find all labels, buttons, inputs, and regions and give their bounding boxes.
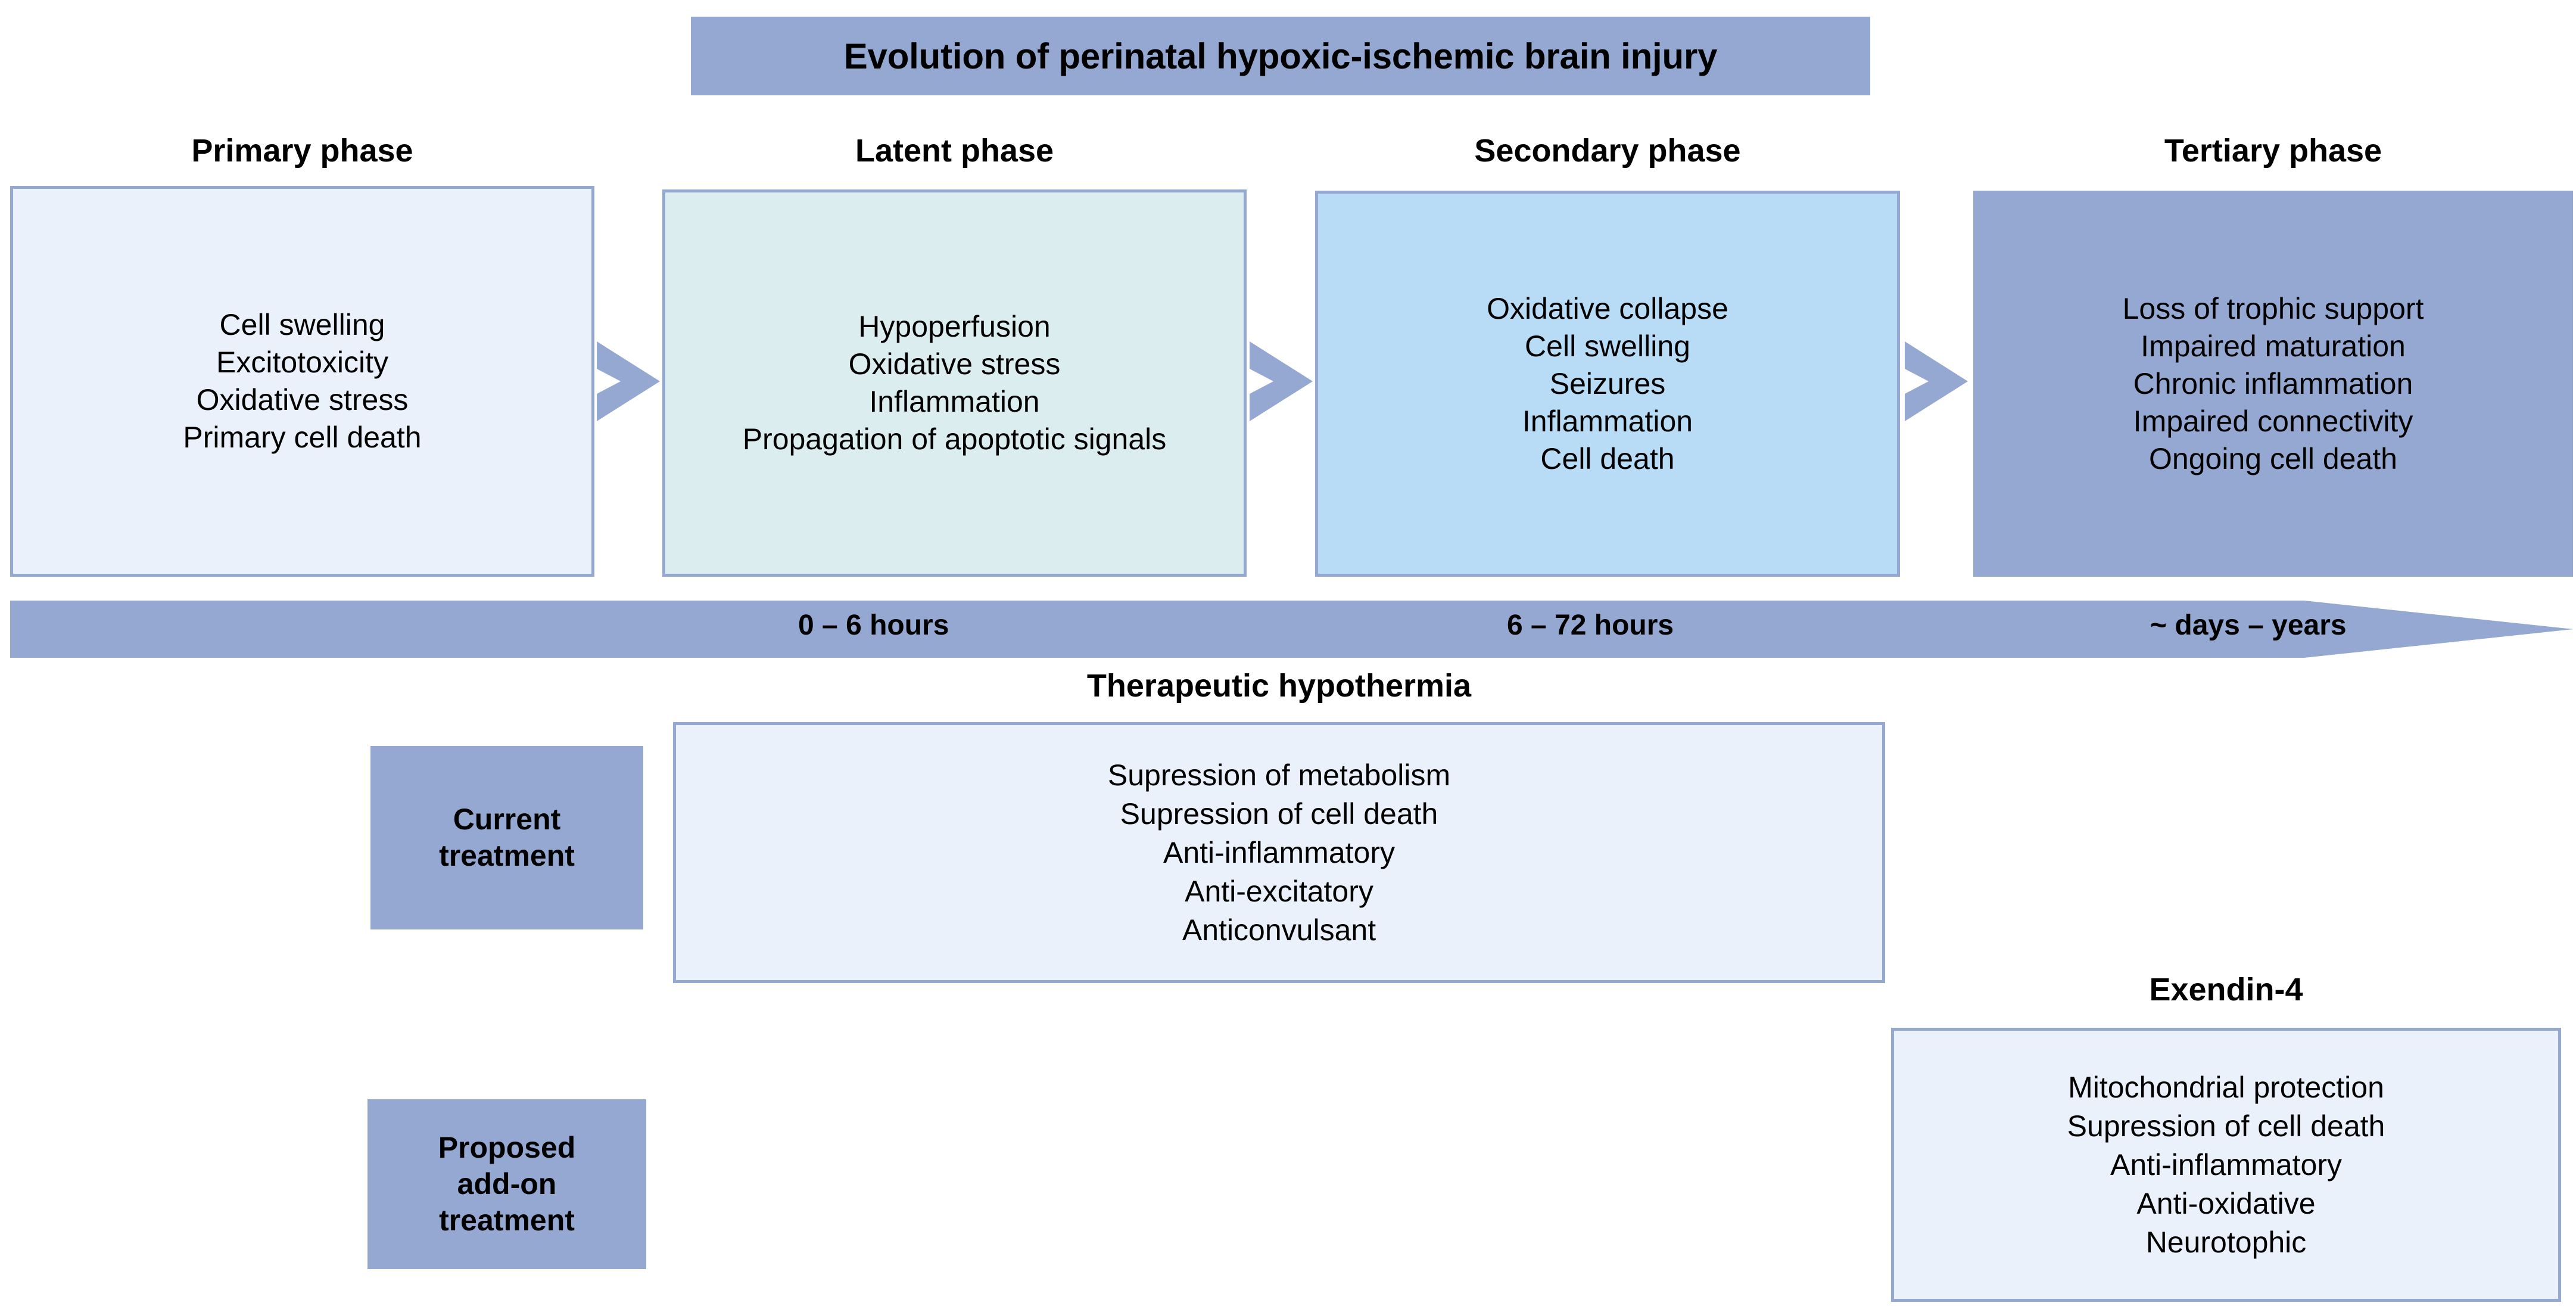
phase-item: Loss of trophic support: [2122, 291, 2424, 325]
phase-box-secondary: Oxidative collapse Cell swelling Seizure…: [1315, 191, 1900, 577]
phase-item: Impaired connectivity: [2133, 404, 2413, 438]
tag-line: Proposed: [438, 1131, 576, 1164]
phase-box-primary: Cell swelling Excitotoxicity Oxidative s…: [10, 186, 594, 577]
phase-item: Oxidative collapse: [1487, 291, 1728, 325]
phase-header-tertiary: Tertiary phase: [2164, 133, 2382, 169]
tag-line: treatment: [439, 1204, 575, 1237]
phase-item: Impaired maturation: [2141, 329, 2406, 363]
diagram-title-banner: Evolution of perinatal hypoxic-ischemic …: [691, 17, 1870, 95]
treatment-item: Anti-oxidative: [2136, 1186, 2316, 1220]
phase-item: Inflammation: [1522, 404, 1693, 438]
phase-item: Oxidative stress: [848, 347, 1061, 381]
phase-item: Inflammation: [869, 385, 1040, 418]
timeline-label-tertiary: ~ days – years: [2150, 610, 2347, 641]
page-title: Evolution of perinatal hypoxic-ischemic …: [843, 36, 1718, 76]
treatment-item: Mitochondrial protection: [2068, 1070, 2384, 1104]
treatment-item: Supression of metabolism: [1107, 758, 1451, 792]
timeline-arrow: [10, 601, 2573, 658]
chevron-right-icon: [1250, 341, 1313, 421]
phase-header-latent: Latent phase: [855, 133, 1054, 169]
phase-item: Excitotoxicity: [216, 346, 388, 379]
timeline-label-primary: 0 – 6 hours: [798, 610, 949, 641]
phase-header-secondary: Secondary phase: [1474, 133, 1741, 169]
phase-items-tertiary: Loss of trophic support Impaired maturat…: [2118, 290, 2429, 478]
phase-items-primary: Cell swelling Excitotoxicity Oxidative s…: [178, 306, 426, 456]
treatment-item: Supression of cell death: [2067, 1109, 2385, 1143]
treatment-item: Anti-inflammatory: [1163, 835, 1395, 869]
phase-item: Primary cell death: [183, 421, 422, 454]
phase-item: Seizures: [1549, 366, 1666, 400]
treatment-items-exendin4: Mitochondrial protection Supression of c…: [2067, 1068, 2385, 1262]
treatment-header-exendin4: Exendin-4: [2149, 972, 2303, 1008]
tag-line: treatment: [439, 839, 575, 872]
phase-item: Hypoperfusion: [858, 310, 1051, 343]
phase-box-tertiary: Loss of trophic support Impaired maturat…: [1973, 191, 2573, 577]
treatment-item: Anti-excitatory: [1185, 874, 1373, 908]
phase-header-primary: Primary phase: [191, 133, 413, 169]
phase-item: Cell swelling: [1525, 329, 1690, 363]
treatment-item: Supression of cell death: [1120, 797, 1438, 831]
phase-item: Cell death: [1540, 441, 1675, 475]
treatment-box-exendin4: Mitochondrial protection Supression of c…: [1891, 1028, 2561, 1302]
chevron-right-icon: [597, 341, 660, 421]
treatment-item: Anticonvulsant: [1182, 913, 1376, 947]
timeline-label-secondary: 6 – 72 hours: [1507, 610, 1674, 641]
treatment-items-hypothermia: Supression of metabolism Supression of c…: [1108, 756, 1450, 950]
tag-proposed-addon-treatment-label: Proposed add-on treatment: [438, 1130, 576, 1239]
phase-items-secondary: Oxidative collapse Cell swelling Seizure…: [1482, 290, 1733, 478]
phase-item: Ongoing cell death: [2149, 441, 2397, 475]
treatment-item: Neurotophic: [2145, 1225, 2307, 1259]
treatment-item: Anti-inflammatory: [2110, 1148, 2342, 1181]
tag-current-treatment-label: Current treatment: [439, 801, 575, 874]
phase-item: Cell swelling: [219, 308, 385, 341]
phase-item: Chronic inflammation: [2133, 366, 2413, 400]
phase-item: Propagation of apoptotic signals: [742, 422, 1167, 456]
tag-line: Current: [453, 803, 561, 836]
tag-line: add-on: [457, 1167, 557, 1201]
chevron-right-icon: [1905, 341, 1968, 421]
treatment-box-hypothermia: Supression of metabolism Supression of c…: [673, 722, 1885, 983]
treatment-header-hypothermia: Therapeutic hypothermia: [1086, 668, 1472, 704]
phase-items-latent: Hypoperfusion Oxidative stress Inflammat…: [738, 308, 1172, 458]
tag-proposed-addon-treatment: Proposed add-on treatment: [367, 1099, 646, 1269]
phase-box-latent: Hypoperfusion Oxidative stress Inflammat…: [662, 189, 1247, 577]
phase-item: Oxidative stress: [196, 383, 409, 416]
tag-current-treatment: Current treatment: [370, 746, 643, 929]
